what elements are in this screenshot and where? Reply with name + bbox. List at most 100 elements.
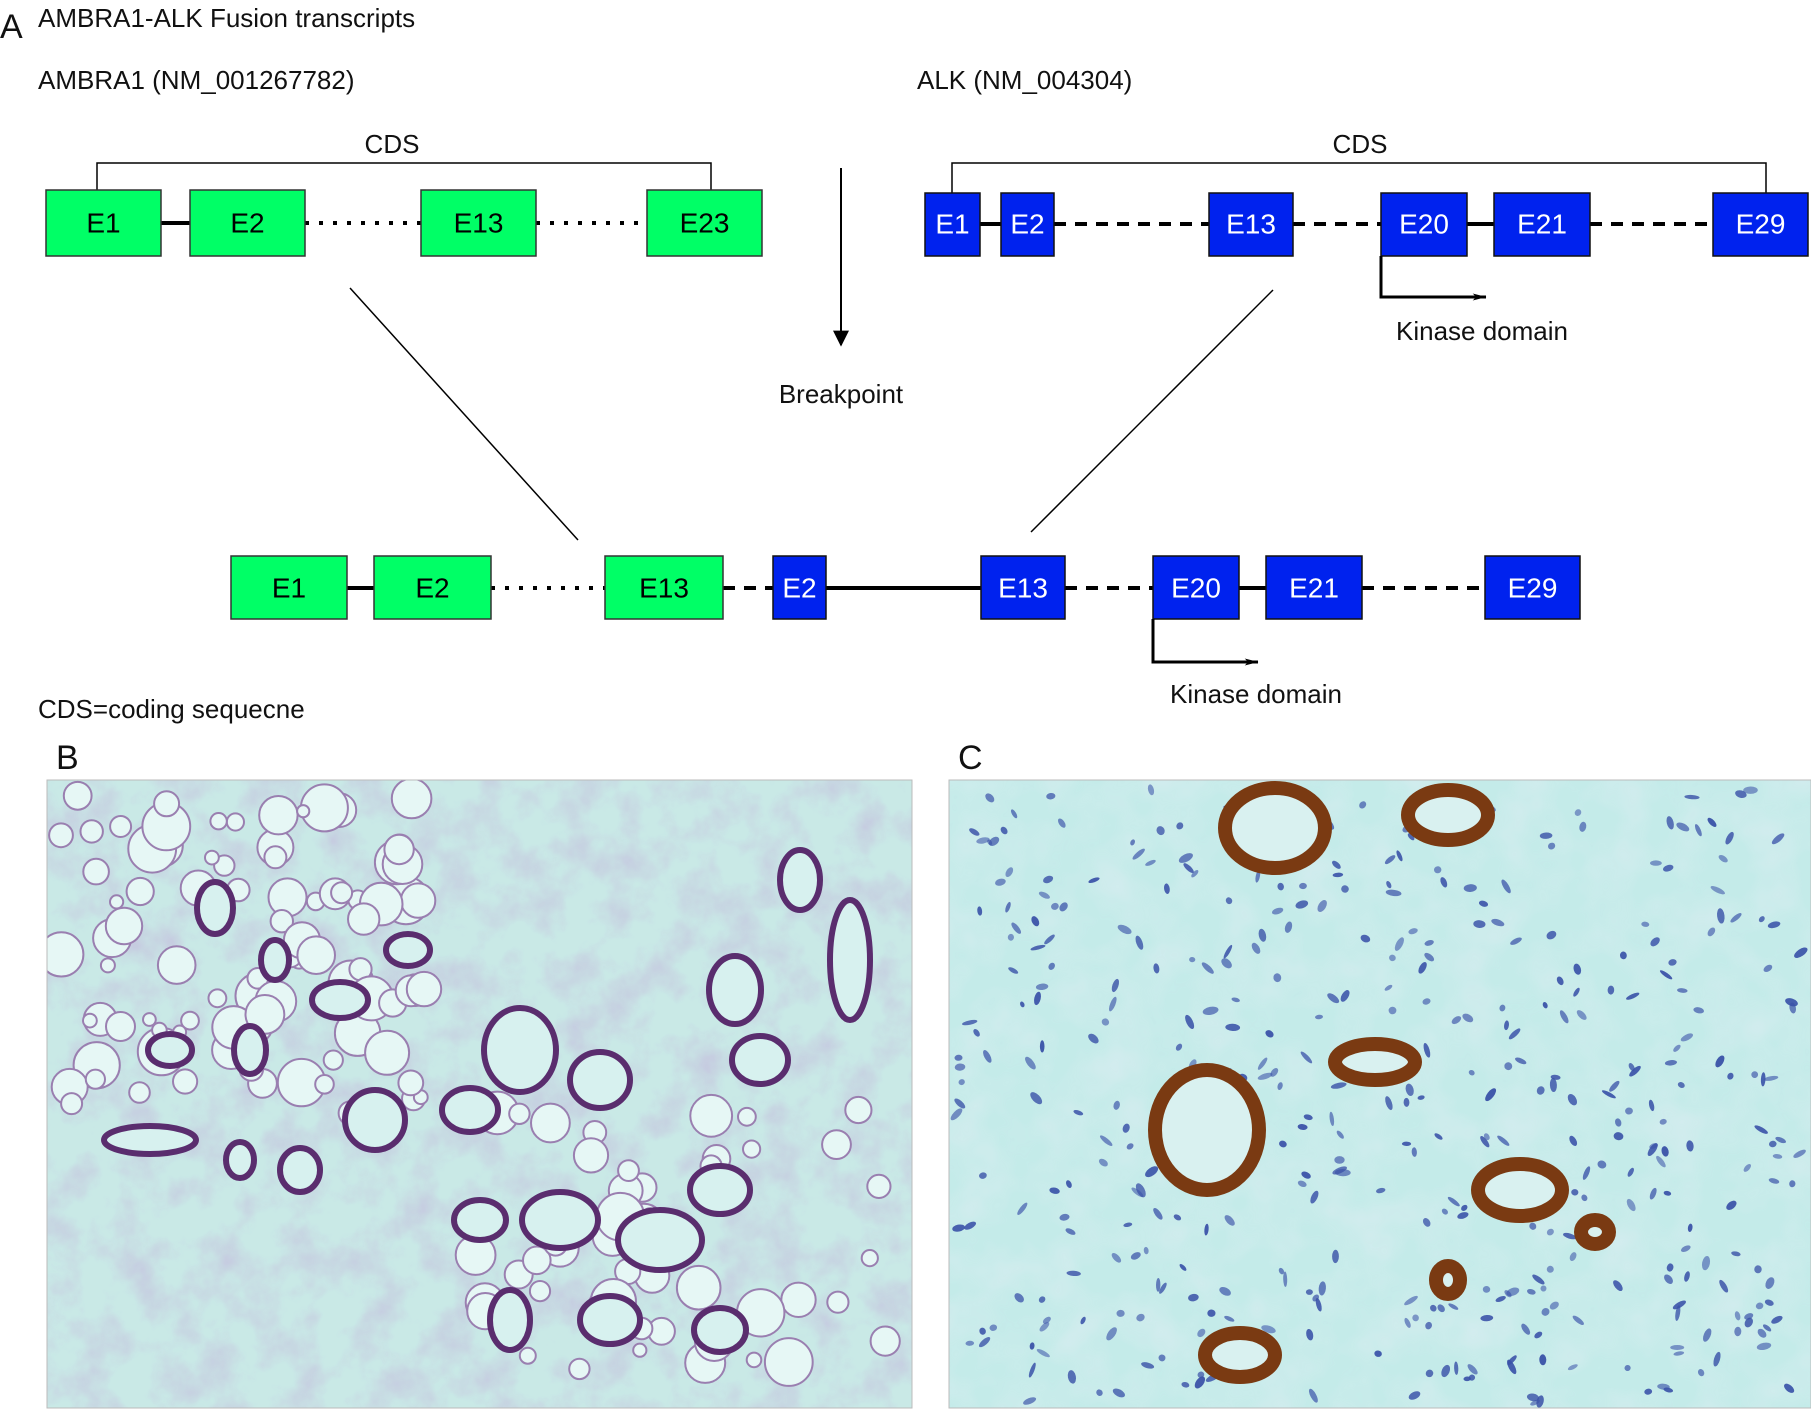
cell-nucleus <box>1647 1143 1658 1157</box>
gland-duct <box>145 1031 195 1069</box>
cell-nucleus <box>1059 902 1068 912</box>
exon-label: E2 <box>230 208 264 239</box>
cell-nucleus <box>1684 1271 1690 1282</box>
cell-nucleus <box>1330 1082 1347 1089</box>
fat-vacuole <box>528 1280 552 1303</box>
cell-nucleus <box>1673 1044 1681 1052</box>
cell-nucleus <box>1680 1245 1691 1253</box>
cell-nucleus <box>1461 1204 1468 1211</box>
cell-nucleus <box>954 1098 966 1109</box>
alk-exon-e2: E2 <box>1000 192 1055 257</box>
cell-nucleus <box>1360 934 1371 943</box>
cell-nucleus <box>1332 1249 1339 1264</box>
alk-exon-e13: E13 <box>1208 192 1294 257</box>
fat-vacuole <box>48 822 74 849</box>
fat-vacuole <box>322 1049 344 1071</box>
cell-nucleus <box>1644 1388 1653 1395</box>
cell-nucleus <box>1506 1287 1520 1297</box>
cell-nucleus <box>1038 891 1050 899</box>
cell-nucleus <box>1317 900 1327 912</box>
cell-nucleus <box>1762 1324 1772 1332</box>
cell-nucleus <box>1573 987 1580 997</box>
cell-nucleus <box>1305 1289 1313 1295</box>
cell-nucleus <box>1666 816 1674 830</box>
cell-nucleus <box>1625 1107 1633 1115</box>
cell-nucleus <box>1295 900 1309 909</box>
cell-nucleus <box>1225 897 1233 905</box>
cell-nucleus <box>1011 922 1022 934</box>
cell-nucleus <box>1451 1016 1462 1025</box>
ambra1-gene-label: AMBRA1 (NM_001267782) <box>38 65 355 95</box>
fusion-track: E1 E2 E13 E2 E13 E20 E21 E29 <box>230 555 1581 709</box>
exon-label: E23 <box>680 208 730 239</box>
panel-c-letter: C <box>958 739 983 777</box>
alk-exon-e1: E1 <box>924 192 981 257</box>
fat-vacuole <box>866 1173 892 1200</box>
cell-nucleus <box>1697 1369 1705 1377</box>
cell-nucleus <box>1158 1354 1166 1362</box>
cell-nucleus <box>1726 1200 1737 1210</box>
cell-nucleus <box>1135 1183 1146 1198</box>
fat-vacuole <box>397 1069 425 1097</box>
cell-nucleus <box>1539 832 1553 839</box>
fat-vacuole <box>82 857 110 886</box>
stained-gland <box>1198 1326 1282 1384</box>
cell-nucleus <box>1088 877 1100 884</box>
cell-nucleus <box>1251 942 1261 954</box>
alk-cds-label: CDS <box>1333 129 1388 159</box>
cell-nucleus <box>1715 1055 1725 1068</box>
fusion-exon-ambra1-e13: E13 <box>604 555 724 620</box>
cell-nucleus <box>1457 1212 1469 1219</box>
cell-nucleus <box>1491 918 1505 927</box>
cell-nucleus <box>1315 1014 1323 1020</box>
gland-duct <box>729 1033 791 1087</box>
cell-nucleus <box>1663 1387 1674 1393</box>
he-micrograph <box>46 779 913 1409</box>
cell-nucleus <box>1676 822 1690 832</box>
alk-exon-e29: E29 <box>1712 192 1809 257</box>
exon-label: E2 <box>415 573 449 604</box>
cell-nucleus <box>1534 1331 1543 1339</box>
cell-nucleus <box>1756 1342 1772 1351</box>
ambra1-junction-line <box>349 287 579 541</box>
ambra1-exon-e1: E1 <box>45 189 162 257</box>
cell-nucleus <box>1707 817 1717 827</box>
fusion-exon-ambra1-e1: E1 <box>230 555 348 620</box>
cell-nucleus <box>1418 961 1427 974</box>
cell-nucleus <box>1789 1180 1796 1188</box>
cell-nucleus <box>1719 1279 1729 1293</box>
fat-vacuole <box>156 945 197 985</box>
cell-nucleus <box>1463 884 1477 893</box>
cell-nucleus <box>1508 1028 1521 1040</box>
cell-nucleus <box>1536 1086 1545 1095</box>
cell-nucleus <box>1039 1322 1050 1332</box>
cell-nucleus <box>954 1063 966 1071</box>
cell-nucleus <box>1297 1124 1308 1130</box>
cell-nucleus <box>1065 1228 1076 1235</box>
cell-nucleus <box>1403 1097 1410 1107</box>
cell-nucleus <box>1412 1314 1419 1322</box>
cell-nucleus <box>1687 1223 1693 1232</box>
cell-nucleus <box>1030 944 1046 951</box>
cell-nucleus <box>1768 1178 1780 1184</box>
cell-nucleus <box>1684 794 1700 800</box>
cell-nucleus <box>1757 1328 1767 1338</box>
cell-nucleus <box>1375 1187 1386 1194</box>
cell-nucleus <box>1271 907 1284 915</box>
cell-nucleus <box>1334 1156 1345 1164</box>
cell-nucleus <box>1463 1376 1471 1382</box>
cell-nucleus <box>1042 1316 1051 1324</box>
ambra1-exon-e2: E2 <box>189 189 306 257</box>
cell-nucleus <box>1384 855 1396 865</box>
cell-nucleus <box>1680 1033 1694 1042</box>
stained-gland <box>1148 1063 1266 1197</box>
gland-duct <box>342 1087 408 1153</box>
cell-nucleus <box>1437 1304 1445 1313</box>
cell-nucleus <box>1405 1083 1414 1096</box>
cell-nucleus <box>1549 1078 1557 1092</box>
exon-label: E21 <box>1517 209 1567 240</box>
cell-nucleus <box>1467 1364 1478 1375</box>
cell-nucleus <box>1303 1114 1313 1121</box>
ambra1-cds-label: CDS <box>365 129 420 159</box>
cds-footnote: CDS=coding sequecne <box>38 694 305 724</box>
